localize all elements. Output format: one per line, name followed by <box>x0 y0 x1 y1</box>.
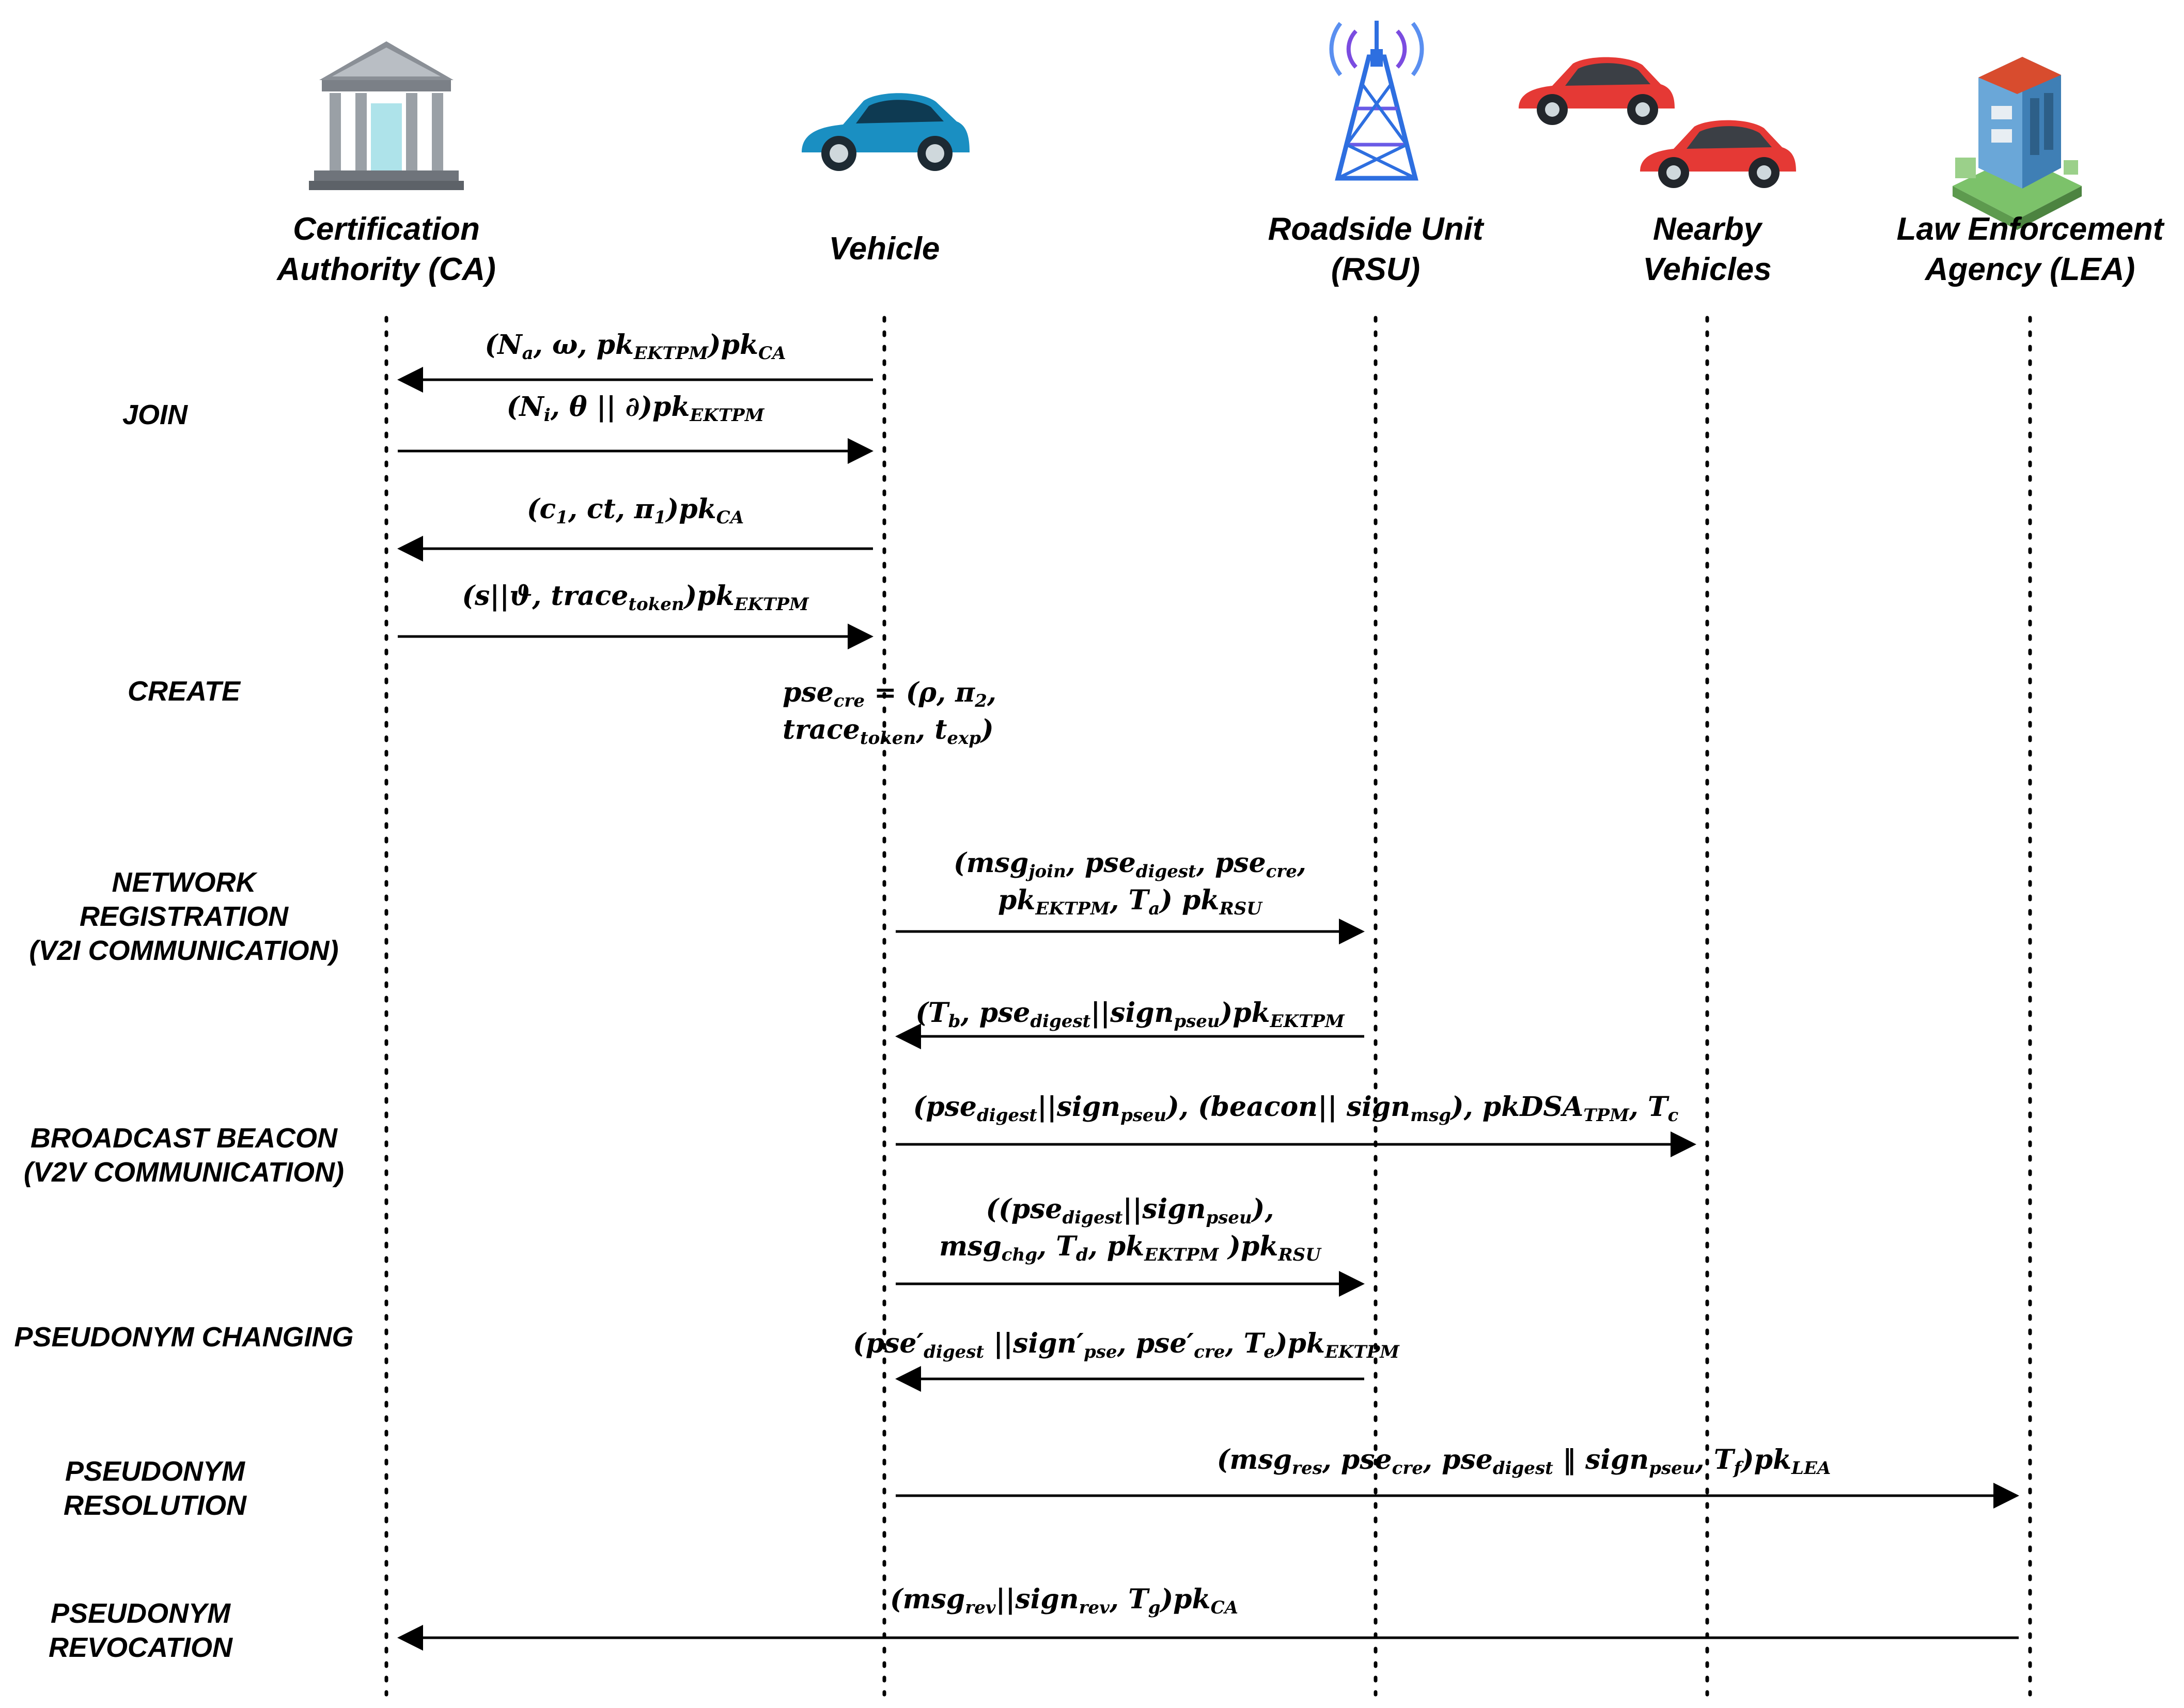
phase-label-create: CREATE <box>128 674 240 708</box>
note-line: psecre = (ρ, π2, <box>783 677 996 711</box>
actor-label-line: Vehicles <box>1643 252 1772 287</box>
message-label-line: (msgres, psecre, psedigest ‖ signpseu, T… <box>1216 1444 1831 1479</box>
phase-label-line: CREATE <box>127 676 241 707</box>
red-cars-icon <box>1519 57 1796 188</box>
message-label-line: (c1, ct, π1)pkCA <box>526 493 744 528</box>
message-label-m8: ((psedigest||signpseu),msgchg, Td, pkEKT… <box>939 1191 1321 1265</box>
message-label-line: (Ni, θ || ∂)pkEKTPM <box>506 391 765 426</box>
actor-label-rsu: Roadside Unit (RSU) <box>1268 209 1484 290</box>
message-label-m2: (Ni, θ || ∂)pkEKTPM <box>507 389 765 426</box>
message-label-m9: (pse′digest ||sign′pse, pse′cre, Te)pkEK… <box>853 1325 1399 1362</box>
message-label-line: pkEKTPM, Ta) pkRSU <box>998 884 1262 919</box>
phase-label-join: JOIN <box>122 398 188 432</box>
phase-label-line: (V2I COMMUNICATION) <box>29 935 339 966</box>
message-label-line: (msgrev||signrev, Tg)pkCA <box>890 1583 1239 1618</box>
message-label-line: (Na, ω, pkEKTPM)pkCA <box>485 329 786 364</box>
phase-label-line: JOIN <box>122 399 188 430</box>
message-label-m4: (s||ϑ, tracetoken)pkEKTPM <box>462 578 808 615</box>
message-label-m7: (psedigest||signpseu), (beacon|| signmsg… <box>913 1089 1679 1126</box>
phase-label-line: REGISTRATION <box>80 901 288 932</box>
actor-label-line: Agency (LEA) <box>1925 252 2135 287</box>
phase-label-line: RESOLUTION <box>63 1490 247 1521</box>
blue-car-icon <box>802 93 970 171</box>
phase-label-line: NETWORK <box>112 867 256 898</box>
phase-label-line: PSEUDONYM CHANGING <box>14 1322 354 1353</box>
actor-label-line: Vehicle <box>829 231 940 267</box>
actor-label-line: (RSU) <box>1331 252 1421 287</box>
phase-label-line: BROADCAST BEACON <box>30 1123 337 1154</box>
phase-label-line: REVOCATION <box>48 1632 233 1663</box>
message-label-m11: (msgrev||signrev, Tg)pkCA <box>890 1581 1238 1618</box>
message-label-line: (pse′digest ||sign′pse, pse′cre, Te)pkEK… <box>853 1328 1399 1362</box>
message-label-m6: (Tb, psedigest||signpseu)pkEKTPM <box>915 995 1344 1032</box>
message-label-line: (s||ϑ, tracetoken)pkEKTPM <box>462 580 809 615</box>
bank-building-icon <box>309 41 464 190</box>
message-label-m5: (msgjoin, psedigest, psecre,pkEKTPM, Ta)… <box>954 845 1306 919</box>
office-building-icon <box>1953 57 2082 230</box>
message-label-line: ((psedigest||signpseu), <box>986 1193 1274 1228</box>
note-pse-cre-note: psecre = (ρ, π2,tracetoken, texp) <box>783 674 996 749</box>
message-label-line: (psedigest||signpseu), (beacon|| signmsg… <box>913 1091 1679 1126</box>
message-label-line: (Tb, psedigest||signpseu)pkEKTPM <box>915 997 1345 1032</box>
actor-label-line: Nearby <box>1652 211 1762 247</box>
message-label-m10: (msgres, psecre, psedigest ‖ signpseu, T… <box>1217 1441 1831 1479</box>
message-label-line: msgchg, Td, pkEKTPM )pkRSU <box>939 1231 1321 1265</box>
message-label-m1: (Na, ω, pkEKTPM)pkCA <box>485 327 786 364</box>
phase-label-line: (V2V COMMUNICATION) <box>24 1157 344 1188</box>
phase-label-line: PSEUDONYM <box>50 1598 231 1629</box>
actor-label-vehicle: Vehicle <box>829 229 940 269</box>
message-label-m3: (c1, ct, π1)pkCA <box>527 491 744 528</box>
radio-tower-icon <box>1329 21 1424 181</box>
actor-label-line: Certification <box>293 211 480 247</box>
phase-label-broadcast-beacon: BROADCAST BEACON(V2V COMMUNICATION) <box>24 1121 344 1189</box>
actor-label-line: Law Enforcement <box>1896 211 2164 247</box>
message-label-line: (msgjoin, psedigest, psecre, <box>953 847 1307 882</box>
phase-label-line: PSEUDONYM <box>65 1456 245 1487</box>
actor-label-line: Roadside Unit <box>1268 211 1484 247</box>
phase-label-pseudonym-changing: PSEUDONYM CHANGING <box>14 1320 353 1354</box>
note-line: tracetoken, texp) <box>783 714 994 749</box>
actor-label-line: Authority (CA) <box>277 252 496 287</box>
